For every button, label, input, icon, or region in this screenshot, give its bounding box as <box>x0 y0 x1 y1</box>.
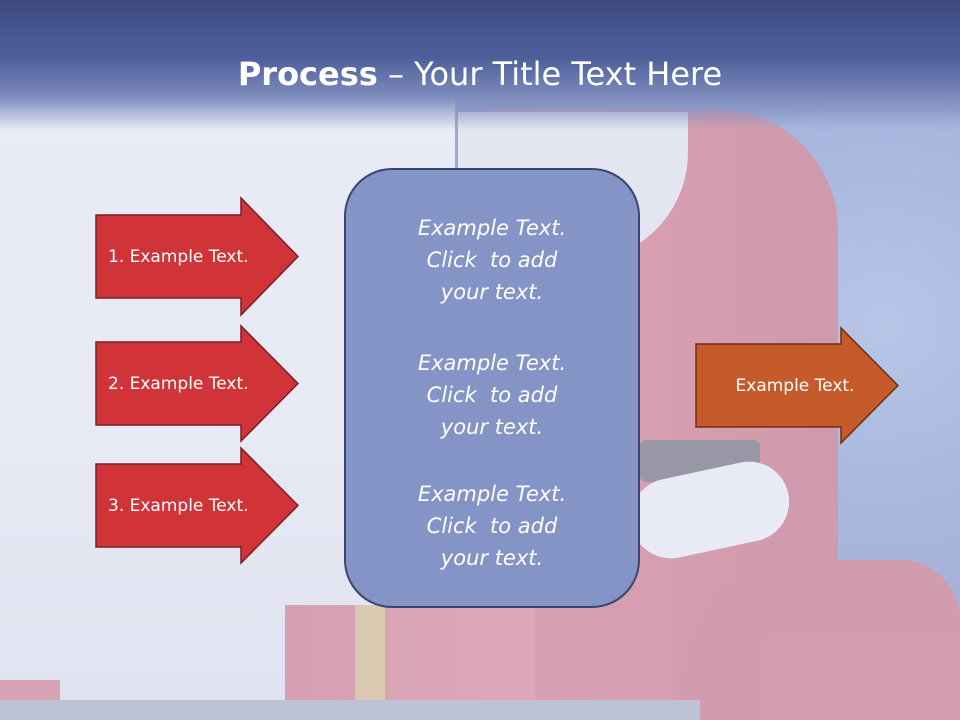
arrow-label: 3. Example Text. <box>108 495 249 516</box>
arrow-shape <box>95 196 300 317</box>
process-step-arrow[interactable]: 1. Example Text. <box>95 196 300 317</box>
title-rest: – Your Title Text Here <box>377 55 723 93</box>
process-step-arrow[interactable]: 2. Example Text. <box>95 324 300 443</box>
center-text-box[interactable] <box>344 168 640 608</box>
title-bold: Process <box>237 55 378 93</box>
arrow-label: 1. Example Text. <box>108 246 249 267</box>
center-paragraph[interactable]: Example Text. Click to add your text. <box>417 482 567 570</box>
center-paragraph[interactable]: Example Text. Click to add your text. <box>417 351 567 439</box>
arrow-shape <box>695 326 900 445</box>
title-bar <box>0 0 960 130</box>
process-step-arrow[interactable]: 3. Example Text. <box>95 446 300 565</box>
result-arrow[interactable]: Example Text. <box>695 326 900 445</box>
arrow-shape <box>95 324 300 443</box>
arrow-label: 2. Example Text. <box>108 373 249 394</box>
slide-title[interactable]: Process – Your Title Text Here <box>0 52 960 96</box>
arrow-shape <box>95 446 300 565</box>
arrow-label: Example Text. <box>735 375 855 396</box>
center-paragraph[interactable]: Example Text. Click to add your text. <box>417 216 567 304</box>
